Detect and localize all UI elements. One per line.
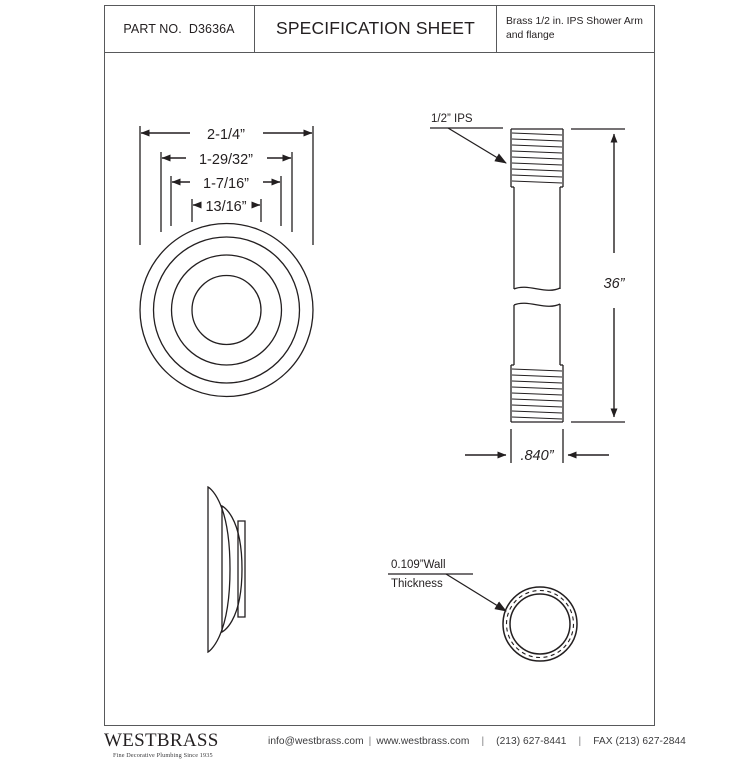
contact-email[interactable]: info@westbrass.com — [268, 736, 364, 747]
product-description-cell: Brass 1/2 in. IPS Shower Arm and flange — [497, 5, 655, 52]
brand-name: WESTBRASS — [104, 730, 219, 751]
description-line-1: Brass 1/2 in. IPS Shower Arm — [506, 16, 643, 28]
contact-info: info@westbrass.com | www.westbrass.com | (21… — [268, 736, 686, 747]
sheet-title-cell: SPECIFICATION SHEET — [255, 5, 497, 52]
page-footer: WESTBRASS Fine Decorative Plumbing Since… — [104, 730, 686, 759]
part-number-value: D3636A — [188, 21, 235, 36]
brand-tagline: Fine Decorative Plumbing Since 1935 — [113, 752, 213, 759]
contact-separator-2: | — [481, 736, 485, 747]
contact-separator-1: | — [368, 736, 372, 747]
contact-fax: FAX (213) 627-2844 — [593, 736, 686, 747]
part-number-cell: PART NO. D3636A — [104, 5, 255, 52]
description-line-2: and flange — [506, 29, 555, 41]
contact-separator-3: | — [578, 736, 582, 747]
title-block: PART NO. D3636A SPECIFICATION SHEET Bras… — [104, 5, 655, 53]
page-frame-border — [104, 5, 655, 726]
page-title: SPECIFICATION SHEET — [276, 18, 475, 38]
part-number-label: PART NO. — [123, 21, 182, 36]
contact-phone: (213) 627-8441 — [496, 736, 567, 747]
contact-website[interactable]: www.westbrass.com — [376, 736, 470, 747]
